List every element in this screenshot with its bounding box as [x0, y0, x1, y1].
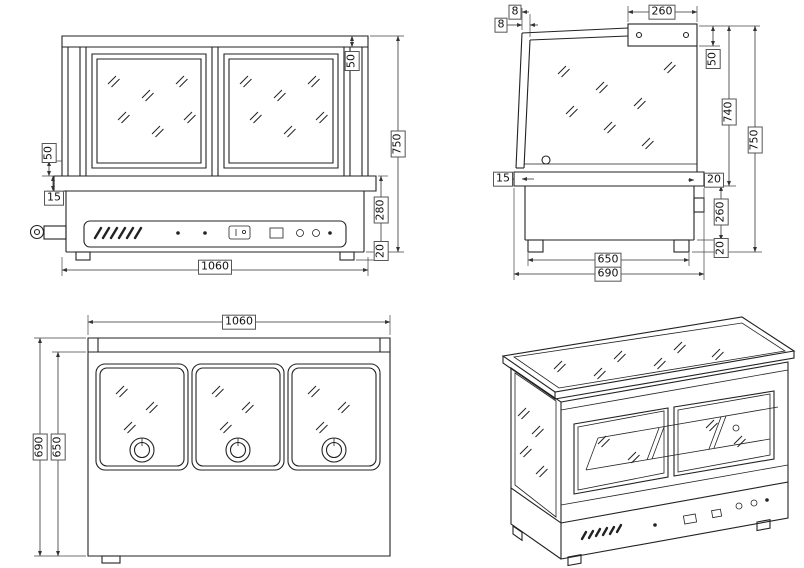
dim-side-total-height: 750 — [747, 126, 763, 154]
rear-tab — [101, 555, 121, 564]
dim-side-total-depth: 690 — [594, 266, 622, 282]
top-extension-lines — [34, 315, 391, 557]
side-glass-marks — [557, 61, 676, 150]
indicator-dot — [203, 231, 207, 235]
dim-front-foot-height: 20 — [373, 241, 389, 261]
drain-tap-stem — [43, 225, 67, 240]
dim-side-foot-height: 20 — [713, 238, 729, 258]
dim-top-width: 1060 — [222, 314, 256, 330]
dim-side-body-height: 260 — [713, 198, 729, 226]
dim-top-total-depth: 690 — [32, 433, 48, 461]
front-view — [29, 35, 404, 276]
canopy-bracket — [627, 23, 698, 47]
dim-side-glass-height: 740 — [721, 98, 737, 126]
dim-side-offset-a: 8 — [508, 4, 522, 20]
dim-front-shelf-lip: 15 — [44, 190, 64, 206]
dim-front-top-frame: 50 — [344, 51, 360, 71]
iso-control-panel — [580, 498, 769, 541]
front-control-panel — [93, 225, 332, 240]
dim-side-foot-span: 650 — [594, 252, 622, 268]
side-cabinet-outline — [513, 23, 705, 253]
power-switch — [228, 225, 251, 240]
food-pan — [95, 363, 189, 471]
food-pan — [287, 363, 381, 471]
control-knob — [312, 229, 320, 237]
dim-side-front-overhang: 15 — [493, 171, 513, 187]
display-window — [269, 227, 284, 239]
iso-glass-marks — [517, 341, 746, 478]
iso-outline — [501, 316, 796, 567]
dim-front-base-height: 280 — [373, 196, 389, 224]
dim-side-canopy-width: 260 — [648, 4, 676, 20]
dim-front-shelf-height: 50 — [41, 143, 57, 163]
control-knob — [296, 229, 304, 237]
indicator-dot — [176, 231, 180, 235]
dim-top-inner-depth: 650 — [50, 433, 66, 461]
front-cabinet-outline — [29, 35, 377, 261]
iso-view — [501, 316, 796, 567]
dim-side-back-overhang: 20 — [704, 172, 724, 188]
top-glass-marks — [115, 385, 350, 434]
sliding-door — [673, 390, 775, 477]
dim-front-total-height: 750 — [390, 130, 406, 158]
iso-interior — [585, 406, 779, 471]
indicator-dot — [328, 231, 332, 235]
dim-front-width: 1060 — [198, 259, 232, 275]
top-outline — [87, 337, 391, 564]
drain-tap-knob — [29, 224, 45, 240]
front-extension-lines — [42, 35, 404, 276]
food-pan — [191, 363, 285, 471]
vent-slots — [93, 226, 143, 240]
top-view — [34, 315, 391, 564]
dim-side-offset-b: 8 — [494, 17, 508, 33]
cable-gland — [693, 197, 705, 213]
sliding-door — [573, 407, 669, 495]
dim-side-canopy-height: 50 — [705, 49, 721, 69]
